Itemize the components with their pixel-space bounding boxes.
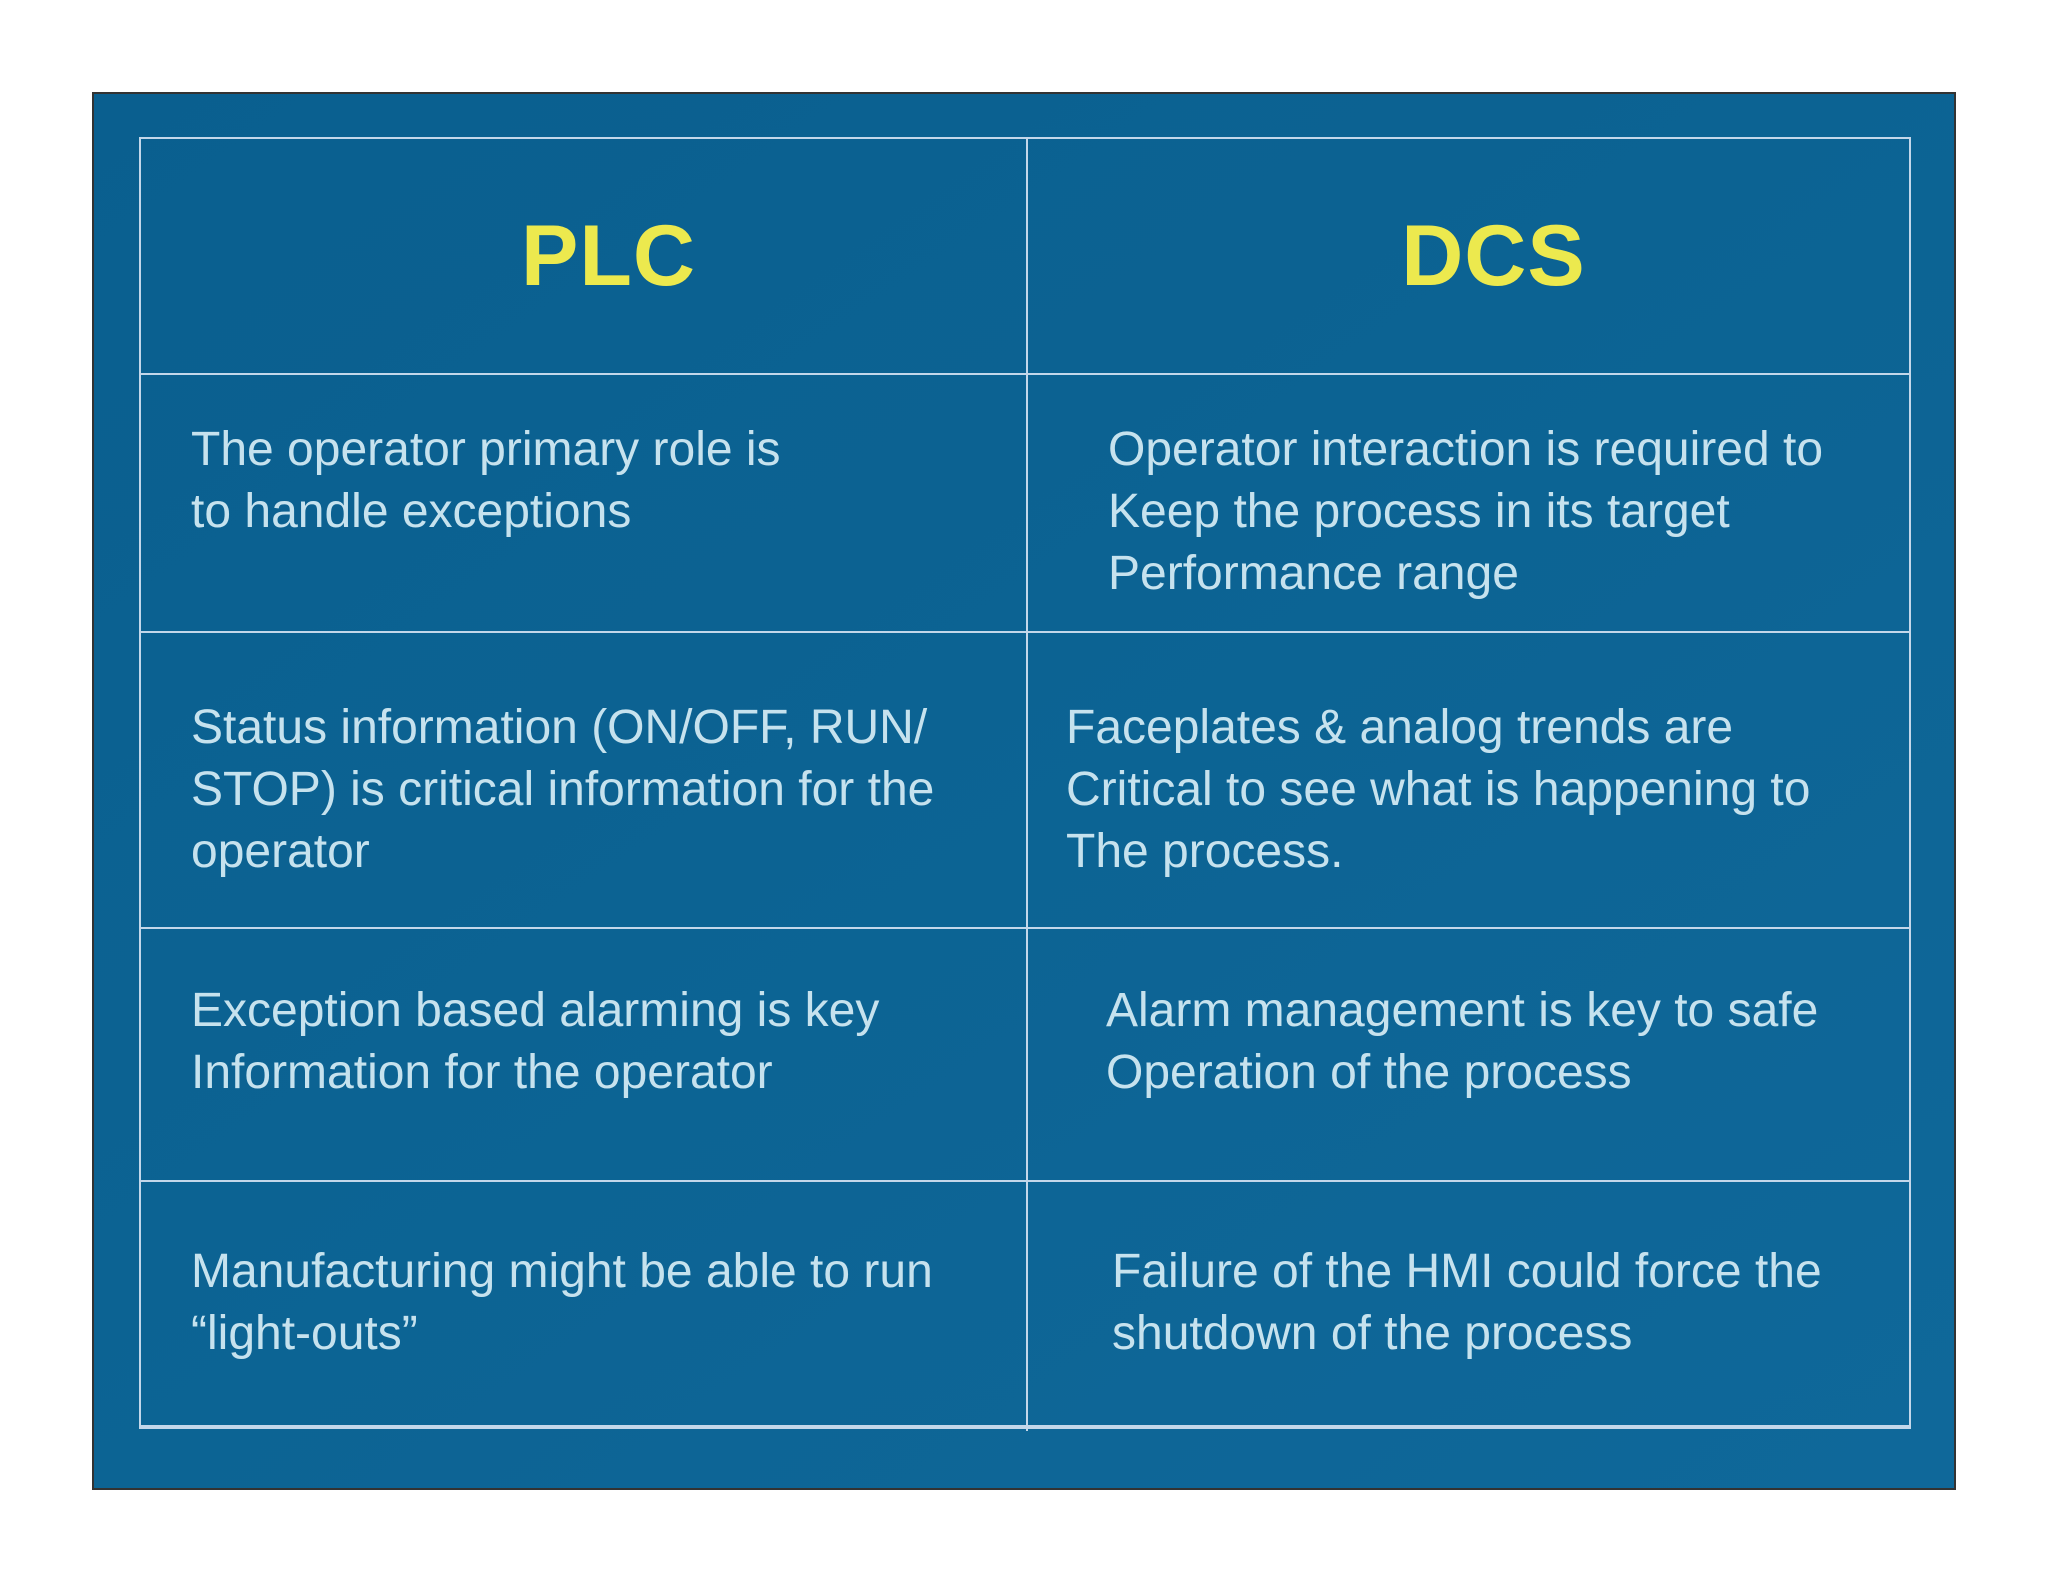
slide-panel: PLC DCS The operator primary role is to … — [92, 92, 1956, 1490]
table-cell-dcs-faceplates-trends: Faceplates & analog trends are Critical … — [1026, 631, 1909, 927]
table-cell-dcs-operator-interaction: Operator interaction is required to Keep… — [1026, 373, 1909, 631]
column-header-dcs: DCS — [1026, 139, 1909, 373]
table-cell-dcs-alarm-management: Alarm management is key to safe Operatio… — [1026, 927, 1909, 1180]
table-cell-plc-operator-role: The operator primary role is to handle e… — [141, 373, 1026, 631]
table-cell-dcs-hmi-failure: Failure of the HMI could force the shutd… — [1026, 1180, 1909, 1431]
table-cell-plc-status-information: Status information (ON/OFF, RUN/ STOP) i… — [141, 631, 1026, 927]
table-cell-plc-lights-out: Manufacturing might be able to run “ligh… — [141, 1180, 1026, 1431]
column-header-plc: PLC — [521, 208, 696, 304]
plc-dcs-comparison-table: PLC DCS The operator primary role is to … — [139, 137, 1911, 1431]
table-cell-plc-exception-alarming: Exception based alarming is key Informat… — [141, 927, 1026, 1180]
